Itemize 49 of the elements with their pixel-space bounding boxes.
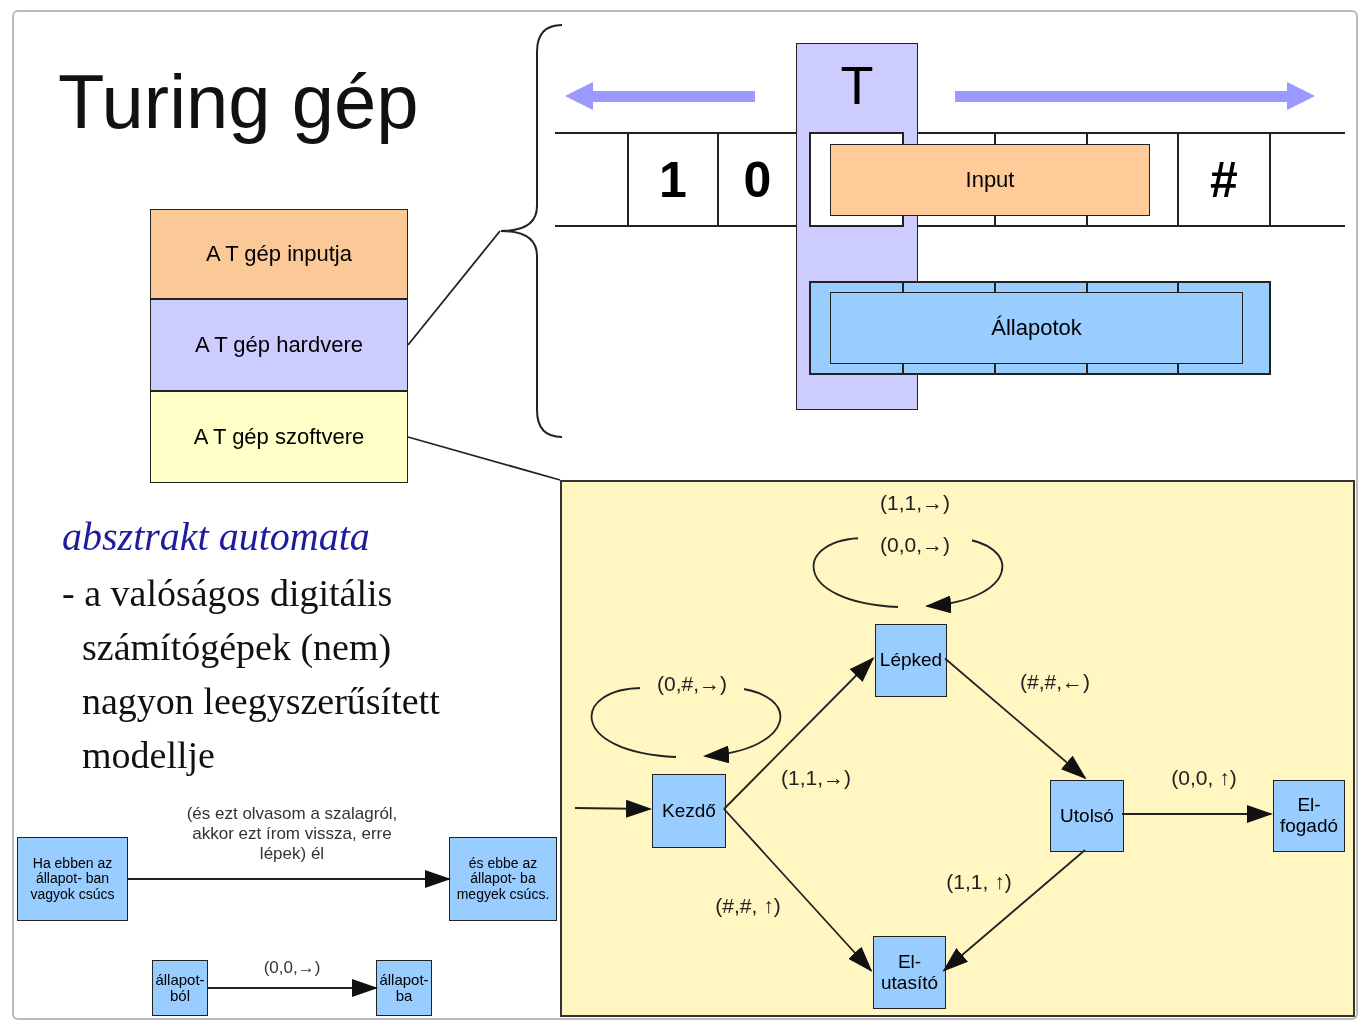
state-box — [376, 960, 432, 1016]
arrow — [574, 799, 652, 818]
arrow — [723, 808, 873, 972]
state-box — [875, 624, 947, 697]
subtitle: absztrakt automata — [62, 513, 371, 560]
state-box — [1050, 780, 1124, 852]
node-label: El- fogadó — [1278, 795, 1340, 837]
state-box — [652, 774, 726, 848]
loop-arrow — [591, 687, 782, 763]
node-label: Kezdő — [661, 800, 717, 822]
tape-symbol: 1 — [658, 151, 688, 210]
node-label: Lépked — [878, 650, 944, 671]
state-box — [449, 837, 557, 921]
arrow — [207, 979, 378, 997]
node-label: T — [840, 56, 874, 116]
curly-brace — [500, 22, 565, 440]
state-box — [873, 936, 946, 1009]
automaton-panel — [560, 480, 1355, 1017]
loop-arrow — [813, 537, 1004, 613]
state-box — [1273, 780, 1345, 852]
node-label: állapot- ból — [154, 971, 206, 1005]
state-box — [152, 960, 208, 1016]
tape-symbol: # — [1209, 151, 1239, 210]
node-label: állapot- ba — [378, 971, 430, 1005]
connector-line — [407, 230, 501, 346]
node-label: A T gép szoftvere — [193, 424, 365, 450]
arrow — [942, 849, 1086, 972]
input-box — [830, 144, 1150, 216]
arrow — [127, 870, 451, 888]
node-label: A T gép inputja — [206, 241, 352, 267]
connector-line — [407, 436, 561, 481]
description-text: - a valóságos digitális számítógépek (nem) nagyon leegyszerűsített modellje — [62, 571, 441, 778]
arrow — [723, 657, 875, 810]
node-label: Ha ebben az állapot- ban vagyok csúcs — [29, 855, 116, 903]
node-label: és ebbe az állapot- ba megyek csúcs. — [455, 855, 551, 903]
layer-box — [150, 391, 408, 483]
node-label: A T gép hardvere — [195, 332, 363, 358]
layer-box — [150, 299, 408, 391]
arrow — [1121, 805, 1273, 823]
node-label: El- utasító — [879, 951, 939, 994]
tape-symbol: 0 — [742, 151, 773, 210]
arrow — [944, 657, 1087, 780]
node-label: Utolsó — [1059, 805, 1115, 827]
state-box — [830, 292, 1243, 364]
layer-box — [150, 209, 408, 299]
node-label: Input — [965, 167, 1015, 193]
node-label: Állapotok — [991, 315, 1082, 341]
slide-title: Turing gép — [58, 58, 419, 145]
state-box — [17, 837, 128, 921]
